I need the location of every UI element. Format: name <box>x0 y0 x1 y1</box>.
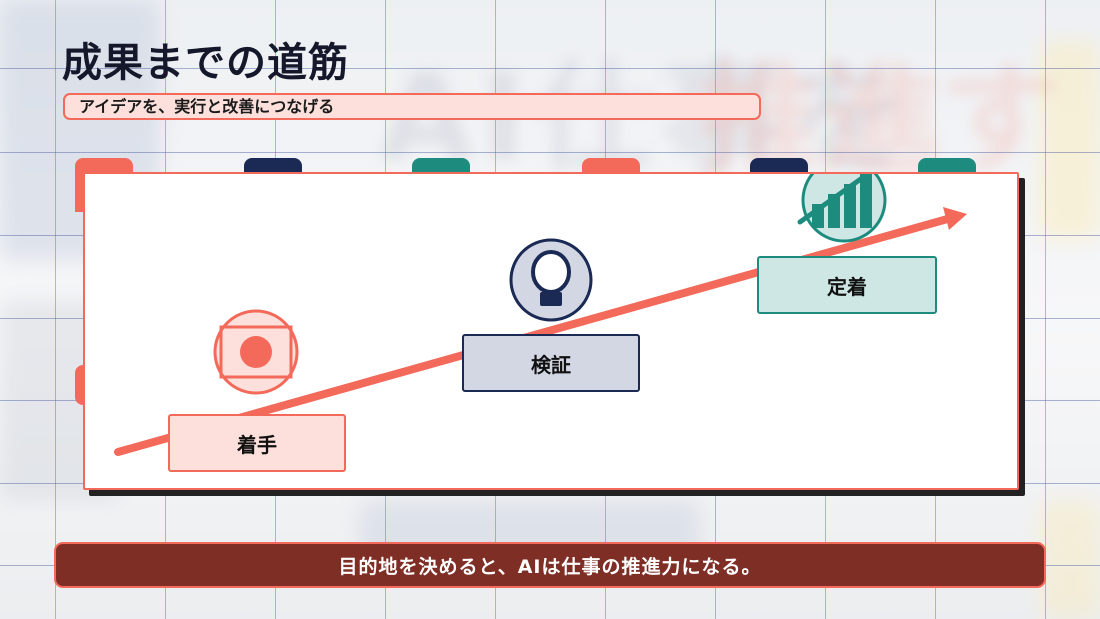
footer-banner: 目的地を決めると、AIは仕事の推進力になる。 <box>54 542 1046 588</box>
stage-label: 検証 <box>531 352 571 377</box>
stage-label: 着手 <box>237 432 277 457</box>
stage-establish: 定着 <box>757 256 937 314</box>
roadmap-card: 着手 検証 定着 <box>83 172 1019 490</box>
stage-verify: 検証 <box>462 334 640 392</box>
lightbulb-icon <box>509 238 593 322</box>
stage-label: 定着 <box>827 274 867 299</box>
slide-subtitle: アイデアを、実行と改善につなげる <box>63 93 761 120</box>
footer-text: 目的地を決めると、AIは仕事の推進力になる。 <box>338 555 762 578</box>
slide-title: 成果までの道筋 <box>62 40 349 86</box>
stage-start: 着手 <box>168 414 346 472</box>
growth-chart-icon <box>797 174 887 243</box>
target-icon <box>213 309 299 395</box>
